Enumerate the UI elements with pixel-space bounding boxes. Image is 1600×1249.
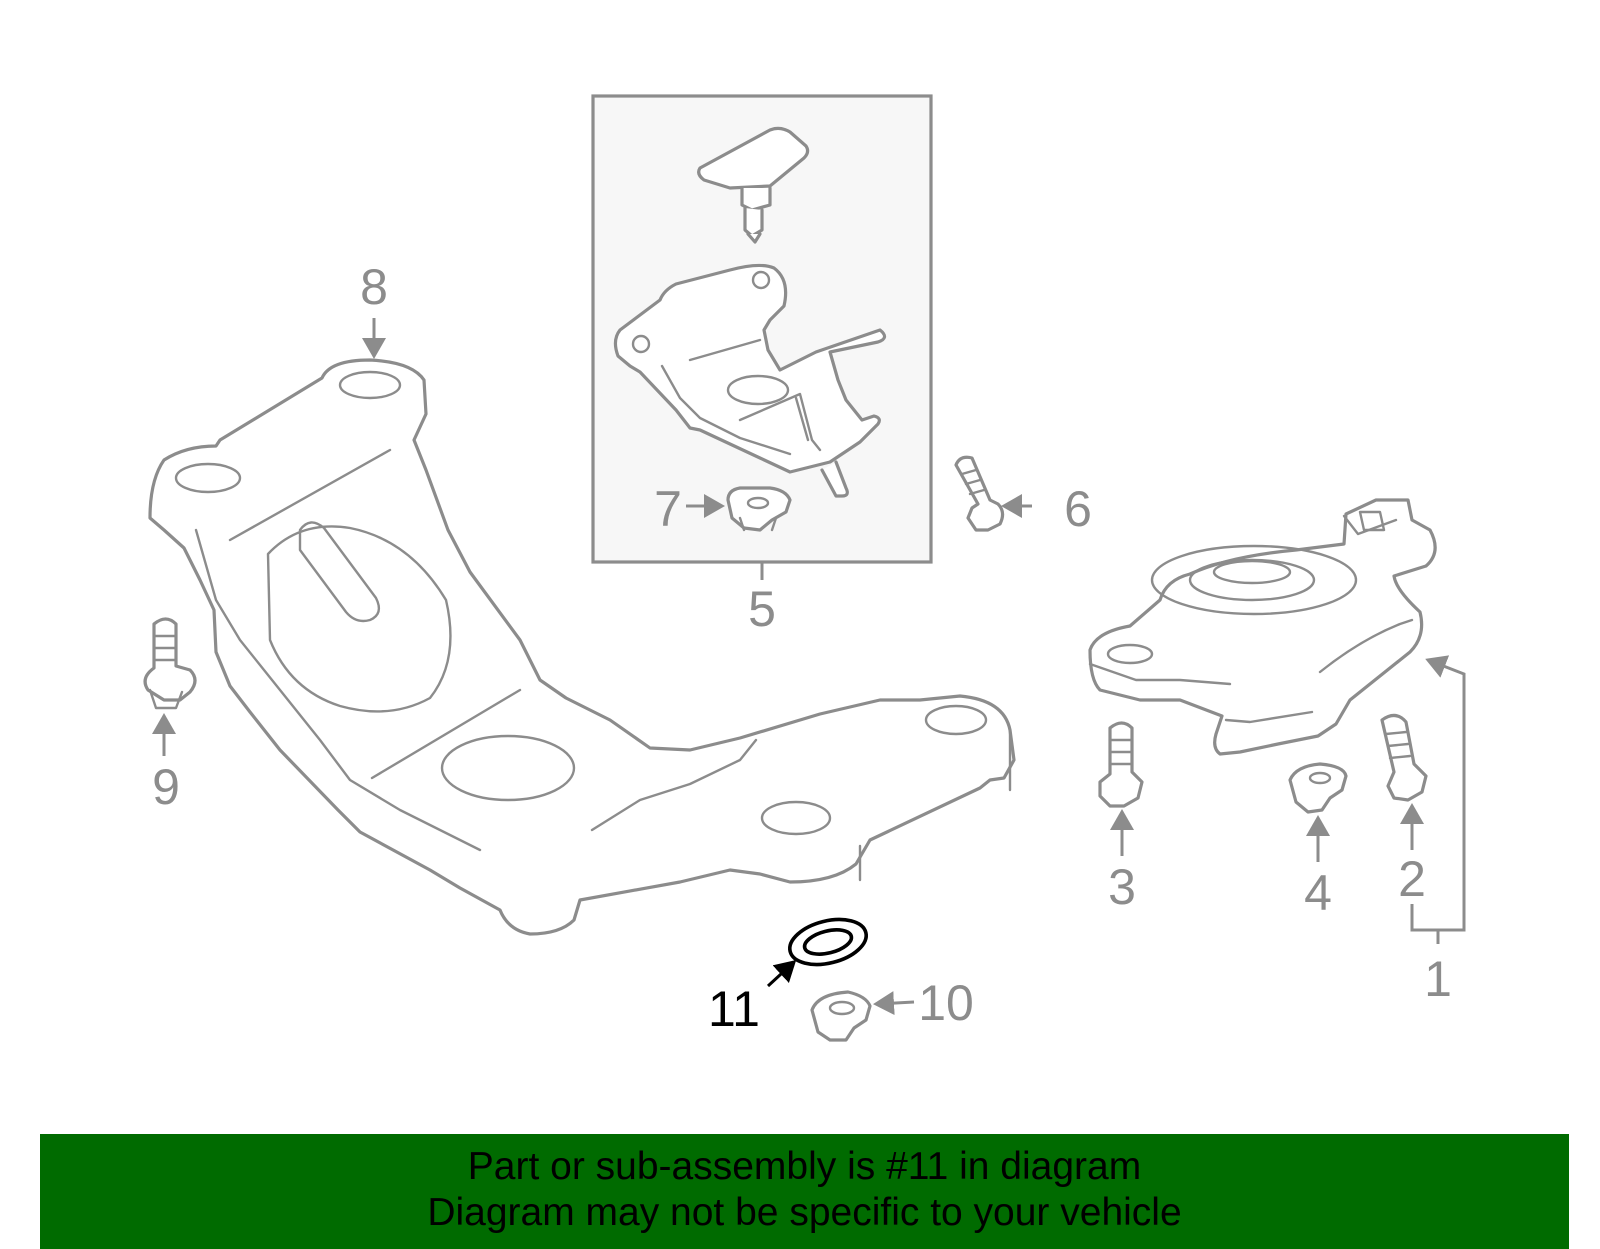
callout-2: 2	[1398, 851, 1426, 907]
washer-part-11[interactable]	[785, 912, 871, 972]
callout-5: 5	[748, 581, 776, 637]
callout-6: 6	[1064, 481, 1092, 537]
mount-bracket-part[interactable]	[613, 263, 887, 498]
callout-11: 11	[708, 981, 760, 1037]
bolt-part-9[interactable]	[143, 617, 197, 710]
nut-part-10[interactable]	[810, 990, 872, 1042]
nut-part-7[interactable]	[726, 486, 792, 532]
banner-line-disclaimer: Diagram may not be specific to your vehi…	[427, 1191, 1182, 1234]
callout-9: 9	[152, 759, 180, 815]
callout-10: 10	[918, 975, 974, 1031]
nut-part-4[interactable]	[1288, 762, 1348, 814]
banner-line-part: Part or sub-assembly is #11 in diagram	[467, 1145, 1142, 1188]
mount-stopper-part[interactable]	[697, 126, 810, 244]
callout-labels: 8 7 6 5 9 3 4 2 1 10 11	[152, 259, 1452, 1037]
bolt-part-3[interactable]	[1098, 721, 1144, 808]
info-banner: Part or sub-assembly is #11 in diagram D…	[40, 1134, 1569, 1249]
crossmember-part-8[interactable]	[148, 358, 1016, 936]
callout-7: 7	[654, 481, 682, 537]
transmission-mount-part-1[interactable]	[1088, 498, 1437, 756]
bolt-part-2[interactable]	[1380, 713, 1428, 802]
bolt-part-6[interactable]	[954, 455, 1005, 532]
callout-1: 1	[1424, 951, 1452, 1007]
callout-3: 3	[1108, 859, 1136, 915]
callout-8: 8	[360, 259, 388, 315]
leader-lines	[152, 318, 1466, 1016]
callout-4: 4	[1304, 865, 1332, 921]
